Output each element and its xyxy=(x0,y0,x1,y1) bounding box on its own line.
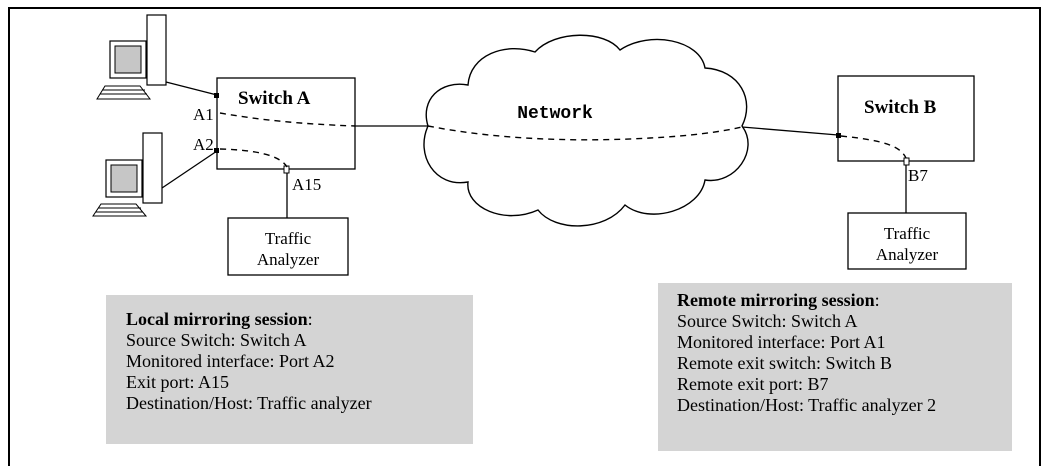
remote-session-line: Source Switch: Switch A xyxy=(677,311,858,331)
switch-b-box xyxy=(837,75,975,162)
port-a1-marker xyxy=(214,93,219,98)
port-a2-label: A2 xyxy=(193,135,214,154)
port-a1-label: A1 xyxy=(193,105,214,124)
switch-b-uplink-marker xyxy=(836,133,841,138)
mirror-path-network xyxy=(427,125,743,141)
analyzer-a-line1: Traffic xyxy=(265,229,312,248)
remote-session-box: Remote mirroring session: Source Switch:… xyxy=(658,283,1012,451)
computer-1-icon xyxy=(96,14,167,100)
analyzer-b-line2: Analyzer xyxy=(876,245,939,264)
local-session-line: Destination/Host: Traffic analyzer xyxy=(126,393,372,413)
port-b7-label: B7 xyxy=(908,166,928,185)
computer-2-icon xyxy=(92,132,163,217)
remote-session-line: Remote exit switch: Switch B xyxy=(677,353,892,373)
mirror-path-b7 xyxy=(840,135,907,159)
mirror-path-a1 xyxy=(219,112,356,127)
outer-frame xyxy=(8,7,1041,466)
network-cloud xyxy=(423,34,749,227)
link-computer1-a1 xyxy=(165,81,218,96)
analyzer-b-line1: Traffic xyxy=(884,224,931,243)
link-computer2-a2 xyxy=(161,150,218,189)
local-session-title: Local mirroring session xyxy=(126,309,308,329)
remote-session-line: Destination/Host: Traffic analyzer 2 xyxy=(677,395,937,415)
mirror-path-a2 xyxy=(219,148,288,168)
local-session-line: Exit port: A15 xyxy=(126,372,229,392)
switch-a-label: Switch A xyxy=(238,88,311,109)
port-b7-marker xyxy=(903,157,910,166)
local-session-line: Monitored interface: Port A2 xyxy=(126,351,335,371)
port-a15-label: A15 xyxy=(292,175,321,194)
switch-a-box xyxy=(216,77,356,170)
traffic-analyzer-a-box xyxy=(227,217,349,276)
network-label: Network xyxy=(517,104,593,124)
local-session-colon: : xyxy=(307,309,313,329)
local-session-line: Source Switch: Switch A xyxy=(126,330,307,350)
remote-session-colon: : xyxy=(874,290,880,310)
remote-session-title-line: Remote mirroring session: xyxy=(677,290,1012,311)
local-session-box: Local mirroring session: Source Switch: … xyxy=(106,295,473,444)
traffic-analyzer-b-box xyxy=(847,212,967,270)
switch-b-label: Switch B xyxy=(864,97,937,118)
analyzer-a-line2: Analyzer xyxy=(257,250,320,269)
remote-session-title: Remote mirroring session xyxy=(677,290,875,310)
link-network-switch-b xyxy=(741,126,839,136)
local-session-title-line: Local mirroring session: xyxy=(126,309,473,330)
remote-session-line: Remote exit port: B7 xyxy=(677,374,829,394)
port-a2-marker xyxy=(214,148,219,153)
remote-session-line: Monitored interface: Port A1 xyxy=(677,332,886,352)
